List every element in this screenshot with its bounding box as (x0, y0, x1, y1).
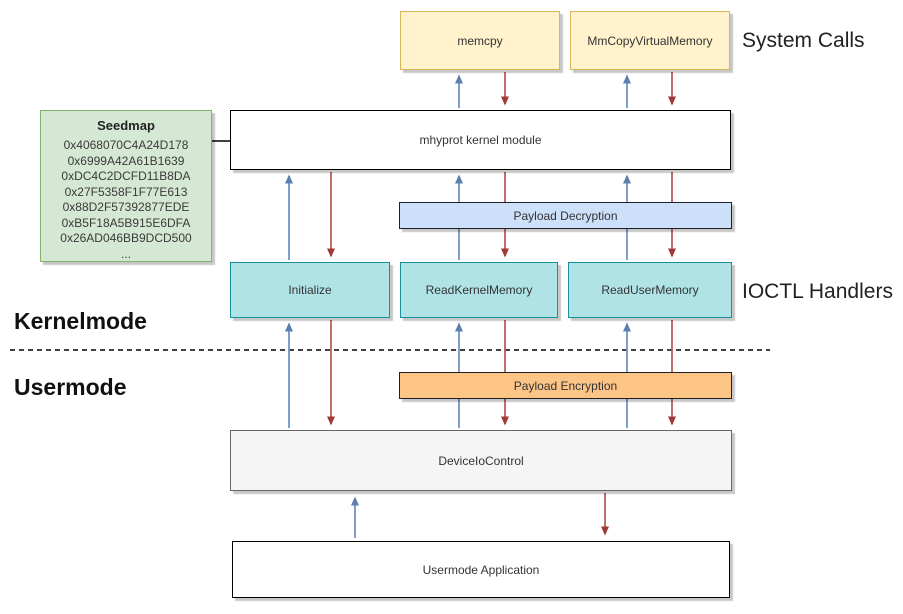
seedmap-entry: 0xDC4C2DCFD11B8DA (61, 169, 191, 183)
usermode-application-node: Usermode Application (232, 541, 730, 598)
payload-decryption-node: Payload Decryption (399, 202, 732, 229)
kernelmode-label: Kernelmode (14, 308, 147, 334)
memcpy-node: memcpy (400, 11, 560, 70)
mmcopyvirtualmemory-node: MmCopyVirtualMemory (570, 11, 730, 70)
system-calls-label: System Calls (742, 29, 865, 52)
seedmap-entry: 0x26AD046BB9DCD500 (60, 231, 192, 245)
payload-encryption-node: Payload Encryption (399, 372, 732, 399)
seedmap-entry: 0x27F5358F1F77E613 (64, 184, 188, 199)
seedmap-entry: 0x88D2F57392877EDE (62, 200, 190, 214)
seedmap-entry: 0x4068070C4A24D178 (63, 138, 189, 152)
usermode-label: Usermode (14, 374, 127, 400)
readkernelmemory-node: ReadKernelMemory (400, 262, 558, 318)
mhyprot-kernel-module-node: mhyprot kernel module (230, 110, 731, 170)
readusermemory-node: ReadUserMemory (568, 262, 732, 318)
seedmap-entry: 0x6999A42A61B1639 (67, 153, 185, 168)
initialize-node: Initialize (230, 262, 390, 318)
seedmap-title: Seedmap (97, 118, 155, 133)
seedmap-entry: 0xB5F18A5B915E6DFA (61, 215, 191, 230)
deviceiocontrol-node: DeviceIoControl (230, 430, 732, 491)
ioctl-handlers-label: IOCTL Handlers (742, 280, 893, 303)
seedmap-entry: ... (120, 246, 131, 261)
